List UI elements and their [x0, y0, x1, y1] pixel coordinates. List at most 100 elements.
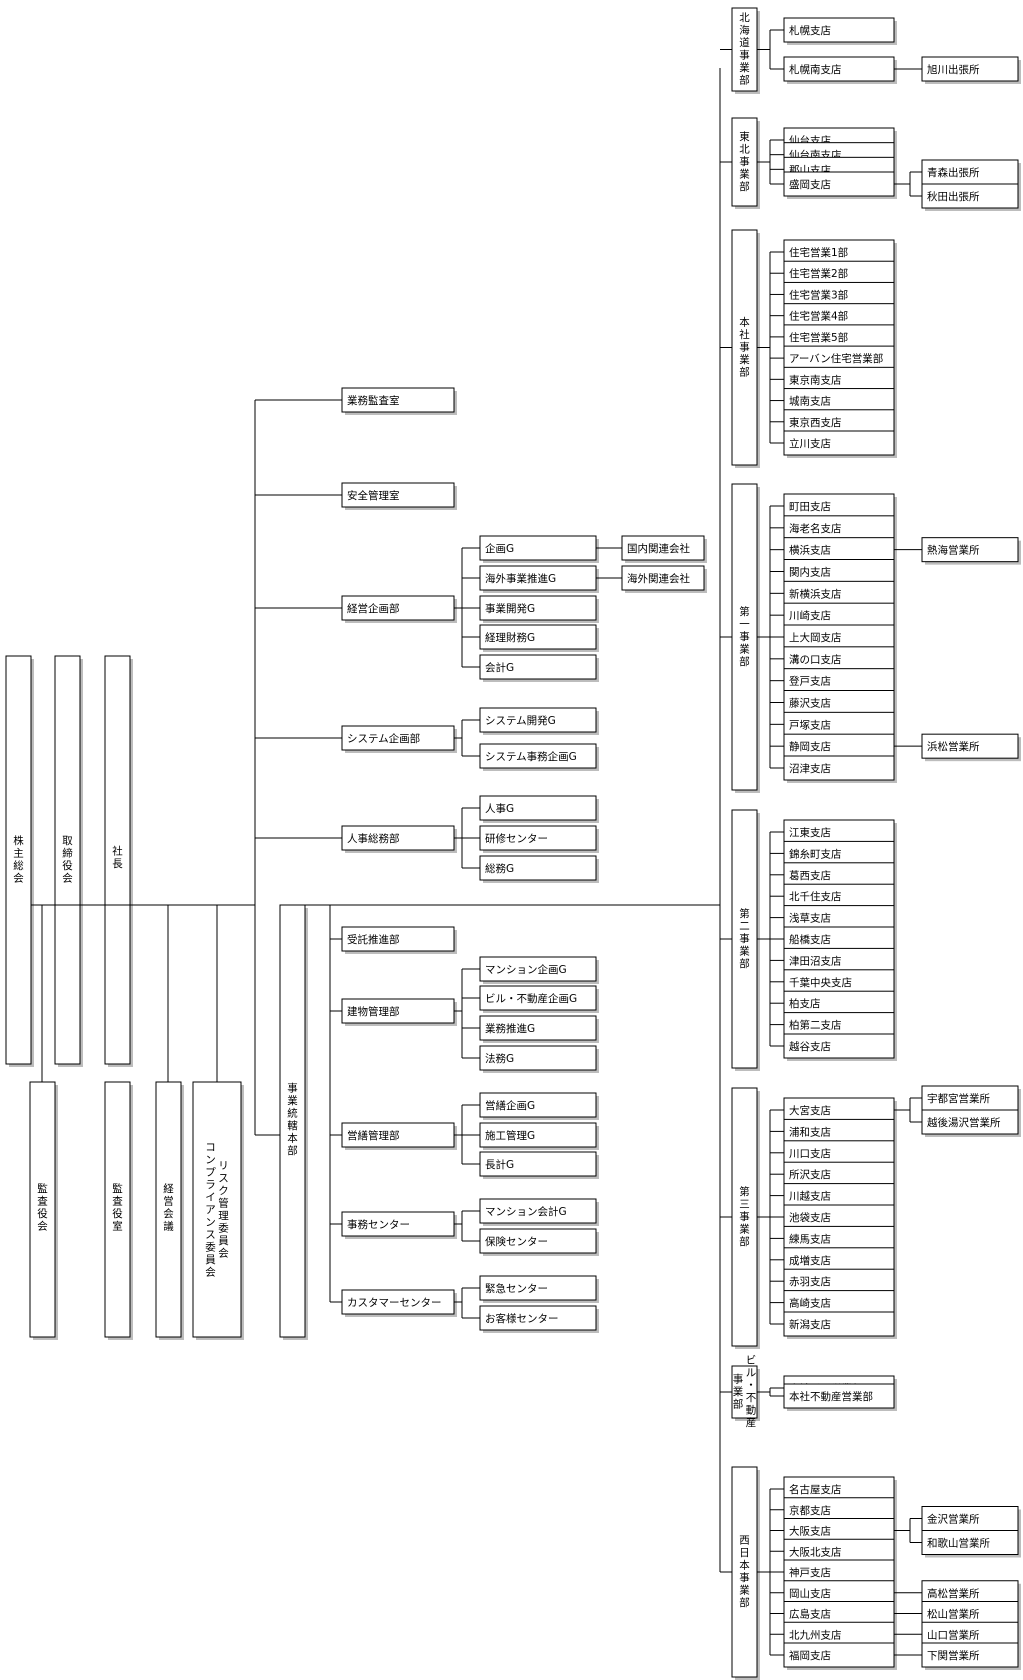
domestic-affiliates-label: 国内関連会社 — [627, 542, 690, 555]
branch-5-3-label: 所沢支店 — [789, 1168, 831, 1181]
audit-board-label: 監 — [37, 1182, 48, 1195]
management-meeting-label: 経 — [163, 1182, 174, 1195]
branch-5-8-box — [783, 1268, 895, 1294]
division-3-label: 部 — [739, 655, 750, 668]
branch-7-0-label: 名古屋支店 — [789, 1483, 842, 1496]
division-2-label: 事 — [739, 340, 750, 353]
risk-compliance-committee-label: 員 — [205, 1254, 216, 1266]
business-hq-label: 轄 — [287, 1119, 298, 1132]
division-6-label: ビ — [746, 1355, 757, 1367]
division-4-label: 部 — [739, 957, 750, 970]
branch-5-10-label: 新潟支店 — [789, 1318, 831, 1331]
branch-2-0-label: 住宅営業1部 — [789, 246, 848, 259]
branch-4-8-box — [783, 990, 895, 1016]
division-1-label: 部 — [739, 180, 750, 193]
hq-unit-3-group-1-label: 保険センター — [485, 1235, 548, 1248]
branch-3-2-box — [783, 537, 895, 563]
sub-office-5-0-1-label: 越後湯沢営業所 — [927, 1116, 1001, 1129]
branch-2-8-label: 東京西支店 — [789, 416, 842, 429]
division-5-label: 第 — [739, 1185, 750, 1198]
branch-4-9-label: 柏第二支店 — [789, 1019, 842, 1032]
sub-office-7-0-1-label: 和歌山営業所 — [927, 1537, 990, 1550]
business-hq-label: 業 — [287, 1094, 298, 1107]
system-planning-dept-label: システム企画部 — [347, 732, 420, 745]
branch-3-7-box — [783, 646, 895, 672]
audit-office-label: 室 — [112, 1220, 123, 1233]
system-group-1-label: システム事務企画G — [485, 750, 577, 763]
branch-4-0-label: 江東支店 — [789, 826, 831, 839]
management-meeting-label: 議 — [163, 1220, 174, 1233]
board-of-directors-label: 会 — [62, 872, 73, 885]
division-0-label: 事 — [739, 49, 750, 62]
division-4-label: 業 — [739, 944, 750, 957]
branch-7-4-label: 神戸支店 — [789, 1566, 831, 1579]
shareholders-meeting-label: 会 — [13, 872, 24, 885]
division-4-box — [731, 809, 758, 1069]
system-group-0-box — [479, 707, 597, 733]
division-3-label: 業 — [739, 642, 750, 655]
branch-7-1-box — [783, 1497, 895, 1523]
division-1-box — [731, 117, 758, 207]
branch-7-1-label: 京都支店 — [789, 1504, 831, 1517]
branch-3-4-label: 新横浜支店 — [789, 587, 842, 600]
sub-office-1-0-0-label: 青森出張所 — [927, 166, 980, 179]
division-7-label: 業 — [739, 1584, 750, 1597]
division-0-label: 業 — [739, 61, 750, 74]
risk-compliance-committee-label: 員 — [218, 1235, 229, 1247]
branch-3-1-box — [783, 515, 895, 541]
management-meeting-label: 営 — [163, 1195, 174, 1208]
division-0-label: 道 — [739, 36, 750, 49]
division-0-label: 北 — [739, 12, 750, 24]
sub-office-3-0-box — [921, 537, 1019, 563]
board-of-directors-label: 締 — [62, 847, 73, 860]
planning-group-2-box — [479, 595, 597, 621]
business-hq-label: 部 — [287, 1144, 298, 1157]
system-planning-dept-box — [341, 725, 455, 751]
branch-7-7-box — [783, 1621, 895, 1647]
hq-unit-1-group-3-box — [479, 1045, 597, 1071]
branch-5-8-label: 赤羽支店 — [789, 1275, 831, 1288]
hq-unit-0-box — [341, 926, 455, 952]
hq-unit-1-group-2-box — [479, 1015, 597, 1041]
branch-1-3-label: 盛岡支店 — [789, 178, 831, 191]
system-group-1-box — [479, 743, 597, 769]
branch-3-3-label: 関内支店 — [789, 566, 831, 579]
division-2-label: 部 — [739, 365, 750, 378]
branch-4-5-box — [783, 926, 895, 952]
hq-unit-4-group-0-box — [479, 1275, 597, 1301]
audit-office-label: 査 — [112, 1195, 123, 1208]
branch-5-2-label: 川口支店 — [789, 1147, 831, 1160]
risk-compliance-committee-label: 会 — [218, 1247, 229, 1260]
sub-office-5-0-0-label: 宇都宮営業所 — [927, 1092, 990, 1105]
branch-2-1-box — [783, 260, 895, 286]
risk-compliance-committee-label: ス — [205, 1229, 216, 1241]
hq-unit-1-box — [341, 998, 455, 1024]
branch-5-1-label: 浦和支店 — [789, 1125, 831, 1138]
branch-2-1-label: 住宅営業2部 — [789, 267, 848, 280]
sub-office-7-2-label: 松山営業所 — [927, 1608, 980, 1621]
branch-5-10-box — [783, 1311, 895, 1337]
sub-office-0-0-label: 旭川出張所 — [927, 63, 980, 76]
division-5-label: 業 — [739, 1222, 750, 1235]
risk-compliance-committee-label: 会 — [205, 1265, 216, 1278]
branch-4-3-box — [783, 883, 895, 909]
division-2-label: 業 — [739, 353, 750, 366]
management-meeting-label: 会 — [163, 1207, 174, 1220]
division-3-label: 一 — [739, 618, 750, 630]
planning-group-3-box — [479, 624, 597, 650]
branch-4-5-label: 船橋支店 — [789, 933, 831, 946]
branch-7-8-box — [783, 1642, 895, 1668]
branch-2-4-box — [783, 324, 895, 350]
branch-0-1-label: 札幌南支店 — [789, 63, 842, 76]
management-meeting-box — [155, 1081, 182, 1338]
branch-7-2-label: 大阪支店 — [789, 1525, 831, 1538]
division-4-label: 第 — [739, 907, 750, 920]
branch-4-6-box — [783, 947, 895, 973]
business-hq-label: 統 — [287, 1107, 298, 1120]
branch-3-9-label: 藤沢支店 — [789, 697, 831, 710]
branch-2-3-label: 住宅営業4部 — [789, 310, 848, 323]
division-6-label: 動 — [746, 1404, 757, 1417]
branch-2-7-label: 城南支店 — [789, 395, 831, 408]
business-audit-office-label: 業務監査室 — [347, 394, 400, 407]
